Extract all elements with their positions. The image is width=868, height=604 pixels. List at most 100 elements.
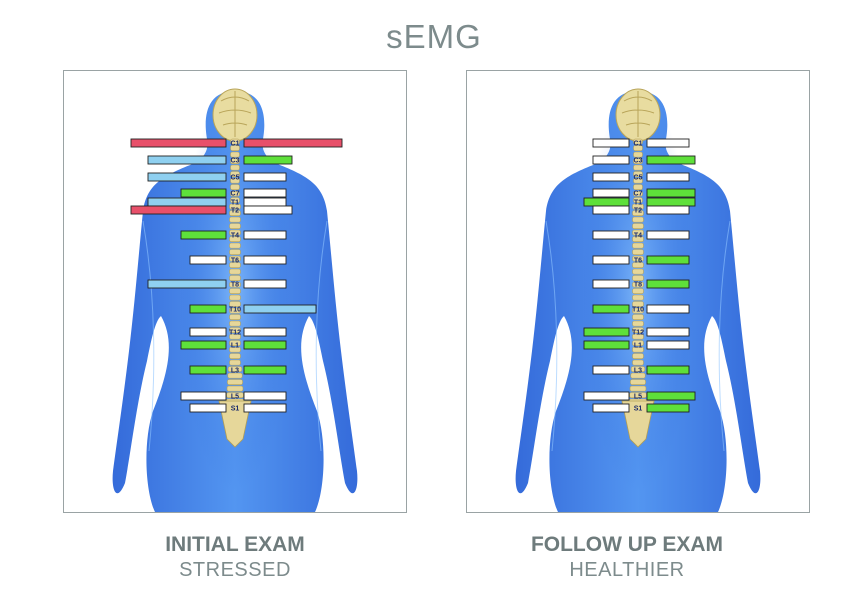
left-reading-bar bbox=[189, 327, 227, 337]
vertebra-label: T4 bbox=[634, 233, 642, 240]
left-reading-bar bbox=[147, 172, 227, 182]
initial-exam-caption: INITIAL EXAM STRESSED bbox=[85, 533, 385, 582]
reading-row-t8: T8 bbox=[592, 279, 690, 289]
spine bbox=[621, 138, 655, 448]
right-reading-bar bbox=[243, 403, 287, 413]
reading-row-t6: T6 bbox=[592, 255, 690, 265]
reading-row-t1: T1 bbox=[147, 197, 287, 207]
reading-row-c5: C5 bbox=[592, 172, 690, 182]
reading-row-t12: T12 bbox=[189, 327, 287, 337]
vertebra-label: L5 bbox=[634, 394, 642, 401]
reading-row-c7: C7 bbox=[180, 188, 287, 198]
left-reading-bar bbox=[189, 403, 227, 413]
vertebra-label: T6 bbox=[231, 258, 239, 265]
vertebra-label: L3 bbox=[634, 368, 642, 375]
right-reading-bar bbox=[646, 304, 690, 314]
right-reading-bar bbox=[646, 205, 690, 215]
right-reading-bar bbox=[646, 172, 690, 182]
right-reading-bar bbox=[646, 255, 690, 265]
reading-row-s1: S1 bbox=[592, 403, 690, 413]
left-reading-bar bbox=[592, 403, 630, 413]
vertebra-label: T4 bbox=[231, 233, 239, 240]
right-reading-bar bbox=[646, 230, 690, 240]
right-reading-bar bbox=[243, 255, 287, 265]
vertebra-label: T10 bbox=[229, 307, 241, 314]
left-reading-bar bbox=[180, 230, 227, 240]
right-reading-bar bbox=[243, 230, 287, 240]
right-reading-bar bbox=[243, 365, 287, 375]
left-reading-bar bbox=[583, 327, 630, 337]
vertebra-label: C7 bbox=[231, 191, 240, 198]
left-reading-bar bbox=[189, 255, 227, 265]
right-reading-bar bbox=[243, 155, 293, 165]
right-reading-bar bbox=[243, 391, 287, 401]
right-reading-bar bbox=[646, 138, 690, 148]
reading-row-t10: T10 bbox=[592, 304, 690, 314]
right-reading-bar bbox=[243, 172, 287, 182]
reading-row-t12: T12 bbox=[583, 327, 690, 337]
vertebra-label: T12 bbox=[229, 330, 241, 337]
right-reading-bar bbox=[646, 391, 696, 401]
right-reading-bar bbox=[243, 340, 287, 350]
vertebra-label: L5 bbox=[231, 394, 239, 401]
reading-row-t2: T2 bbox=[592, 205, 690, 215]
right-reading-bar bbox=[243, 304, 317, 314]
reading-row-l3: L3 bbox=[189, 365, 287, 375]
left-reading-bar bbox=[189, 304, 227, 314]
right-reading-bar bbox=[646, 155, 696, 165]
reading-row-c3: C3 bbox=[147, 155, 293, 165]
vertebra-label: C5 bbox=[634, 175, 643, 182]
right-reading-bar bbox=[243, 188, 287, 198]
left-reading-bar bbox=[592, 279, 630, 289]
left-reading-bar bbox=[130, 138, 227, 148]
reading-row-c1: C1 bbox=[592, 138, 690, 148]
vertebra-label: T2 bbox=[634, 208, 642, 215]
right-reading-bar bbox=[243, 197, 287, 207]
right-reading-bar bbox=[646, 279, 690, 289]
left-reading-bar bbox=[592, 155, 630, 165]
vertebra-label: C5 bbox=[231, 175, 240, 182]
reading-row-t8: T8 bbox=[147, 279, 287, 289]
right-reading-bar bbox=[243, 205, 293, 215]
reading-row-c5: C5 bbox=[147, 172, 287, 182]
reading-row-l5: L5 bbox=[583, 391, 696, 401]
left-reading-bar bbox=[592, 230, 630, 240]
vertebra-label: T6 bbox=[634, 258, 642, 265]
reading-row-t10: T10 bbox=[189, 304, 317, 314]
vertebra-label: S1 bbox=[231, 406, 240, 413]
vertebra-label: L3 bbox=[231, 368, 239, 375]
left-reading-bar bbox=[592, 138, 630, 148]
vertebra-label: C3 bbox=[634, 158, 643, 165]
reading-row-c1: C1 bbox=[130, 138, 343, 148]
right-reading-bar bbox=[646, 327, 690, 337]
left-reading-bar bbox=[583, 391, 630, 401]
follow-up-exam-caption: FOLLOW UP EXAM HEALTHIER bbox=[477, 533, 777, 582]
vertebra-label: S1 bbox=[634, 406, 643, 413]
vertebra-label: L1 bbox=[231, 343, 239, 350]
follow-up-exam-title: FOLLOW UP EXAM bbox=[530, 533, 724, 556]
reading-row-t4: T4 bbox=[592, 230, 690, 240]
reading-row-t4: T4 bbox=[180, 230, 287, 240]
left-reading-bar bbox=[147, 197, 227, 207]
left-reading-bar bbox=[180, 391, 227, 401]
right-reading-bar bbox=[646, 340, 690, 350]
reading-row-s1: S1 bbox=[189, 403, 287, 413]
vertebra-label: C1 bbox=[231, 141, 240, 148]
right-reading-bar bbox=[646, 188, 696, 198]
reading-row-l1: L1 bbox=[180, 340, 287, 350]
spine bbox=[218, 138, 252, 448]
left-reading-bar bbox=[592, 255, 630, 265]
reading-row-t1: T1 bbox=[583, 197, 696, 207]
left-reading-bar bbox=[180, 188, 227, 198]
left-reading-bar bbox=[147, 279, 227, 289]
reading-row-l3: L3 bbox=[592, 365, 690, 375]
reading-row-c7: C7 bbox=[592, 188, 696, 198]
left-reading-bar bbox=[592, 304, 630, 314]
right-reading-bar bbox=[646, 197, 696, 207]
left-reading-bar bbox=[592, 365, 630, 375]
vertebra-label: C7 bbox=[634, 191, 643, 198]
right-reading-bar bbox=[646, 365, 690, 375]
